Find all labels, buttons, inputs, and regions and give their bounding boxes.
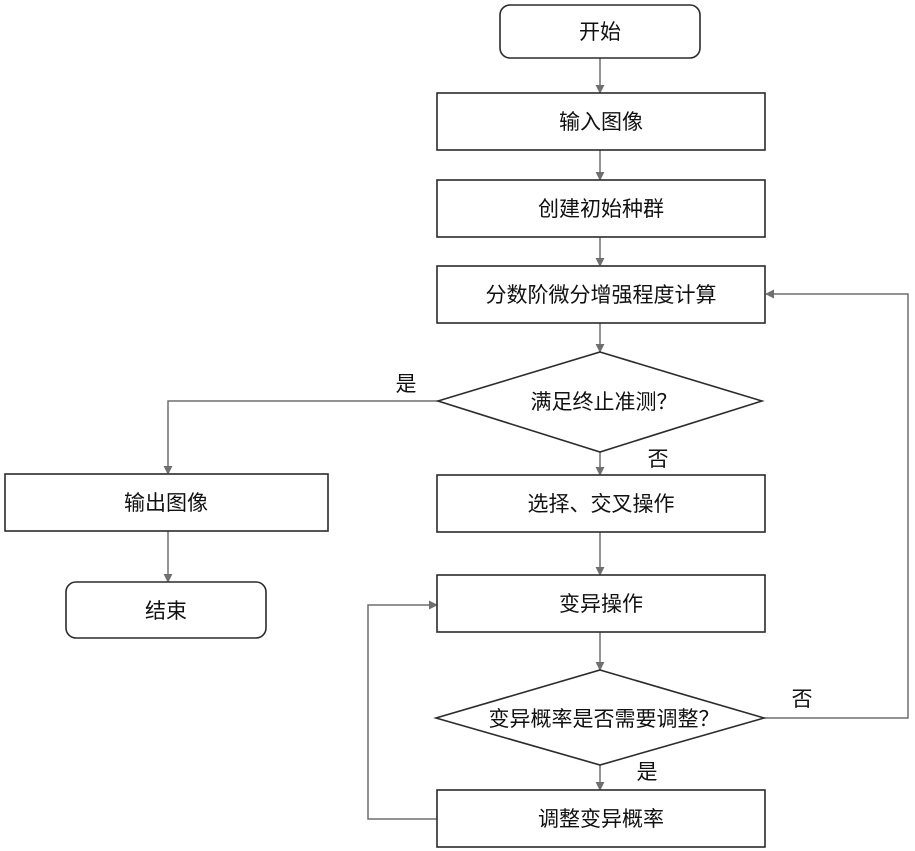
edge-label-rate-no: 否 — [792, 687, 813, 711]
node-mutation: 变异操作 — [437, 575, 765, 632]
node-create-population-label: 创建初始种群 — [538, 197, 664, 221]
node-create-population: 创建初始种群 — [437, 180, 765, 237]
node-input-image-label: 输入图像 — [559, 110, 643, 134]
node-fractional-enhancement: 分数阶微分增强程度计算 — [437, 266, 765, 323]
node-output-image-label: 输出图像 — [124, 491, 208, 515]
edge-termination-yes-to-output — [168, 401, 440, 474]
node-start-label: 开始 — [579, 20, 621, 44]
node-mutation-label: 变异操作 — [559, 592, 643, 616]
node-start: 开始 — [500, 5, 700, 58]
decision-mutation-rate: 变异概率是否需要调整？ — [436, 670, 764, 765]
node-selection-crossover: 选择、交叉操作 — [437, 475, 765, 532]
decision-mutation-rate-label: 变异概率是否需要调整？ — [489, 707, 720, 731]
edge-rate-check-no-loop — [764, 294, 908, 718]
decision-termination: 满足终止准测？ — [438, 352, 762, 452]
decision-termination-label: 满足终止准测？ — [531, 390, 678, 414]
node-end: 结束 — [66, 582, 266, 638]
node-selection-crossover-label: 选择、交叉操作 — [528, 492, 675, 516]
edge-adjust-loop-to-mutation — [368, 605, 437, 819]
edge-label-termination-yes: 是 — [396, 372, 417, 396]
node-input-image: 输入图像 — [437, 93, 765, 150]
node-adjust-mutation-rate-label: 调整变异概率 — [538, 807, 664, 831]
node-end-label: 结束 — [145, 599, 187, 623]
node-output-image: 输出图像 — [5, 474, 328, 531]
edge-label-rate-yes: 是 — [637, 760, 658, 784]
edge-label-termination-no: 否 — [648, 447, 669, 471]
node-adjust-mutation-rate: 调整变异概率 — [437, 790, 765, 847]
node-fractional-enhancement-label: 分数阶微分增强程度计算 — [486, 283, 717, 307]
